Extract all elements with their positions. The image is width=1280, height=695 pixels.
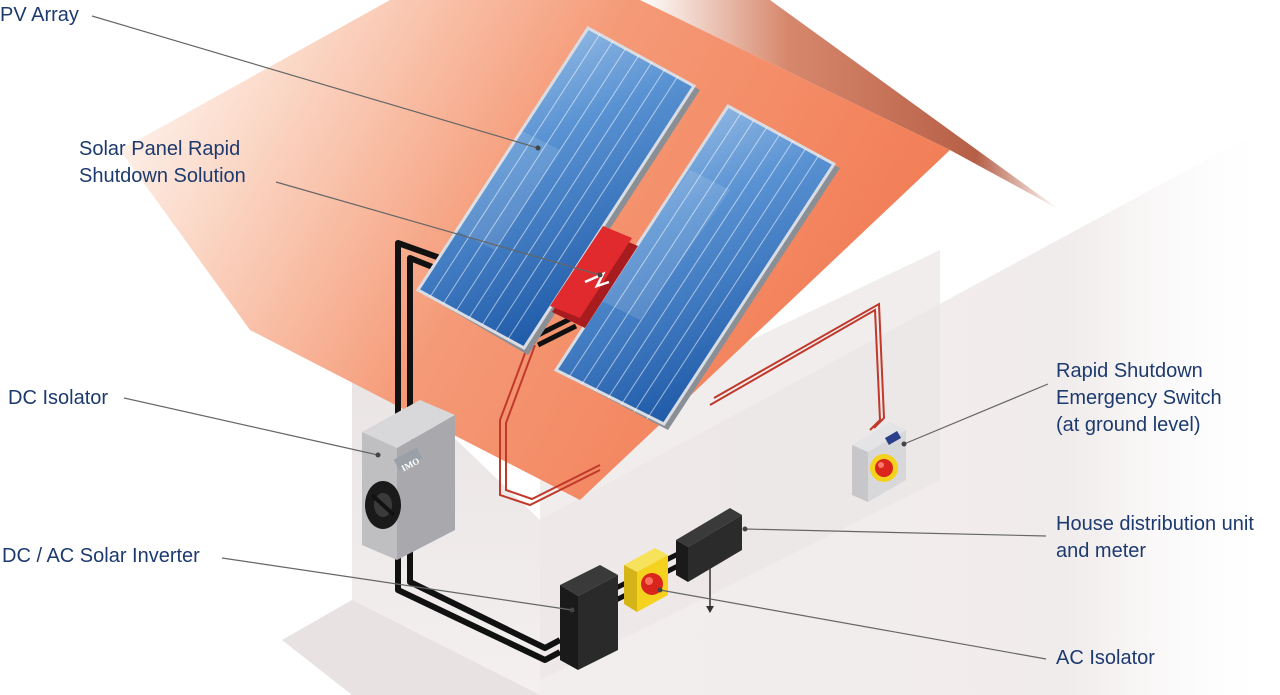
shutdown-wiring (499, 302, 886, 507)
leader-dc-isolator (123, 397, 379, 456)
house-ground (282, 600, 540, 695)
pv-panel-left (415, 26, 700, 355)
label-emergency-switch-line-2: Emergency Switch (1056, 387, 1222, 409)
pv-panel-right (553, 104, 840, 430)
distribution-unit (676, 508, 742, 613)
label-pv-array-text: PV Array (0, 4, 79, 26)
dc-isolator-box: IMO (362, 400, 455, 560)
leader-distribution-unit (744, 528, 1047, 537)
label-emergency-switch-line-1: Rapid Shutdown (1056, 360, 1203, 382)
label-inverter: DC / AC Solar Inverter (2, 543, 200, 570)
label-ac-isolator: AC Isolator (1056, 645, 1155, 672)
label-distribution-unit: House distribution unit and meter (1056, 511, 1254, 565)
wall-side-fade (1060, 120, 1280, 695)
label-distribution-unit-line-1: House distribution unit (1056, 513, 1254, 535)
leader-rapid-shutdown (275, 181, 601, 276)
leader-emergency-switch (903, 383, 1049, 445)
emergency-switch (852, 422, 906, 502)
label-rapid-shutdown-line-2: Shutdown Solution (79, 165, 246, 187)
label-distribution-unit-line-2: and meter (1056, 540, 1147, 562)
leader-ac-isolator (659, 589, 1047, 660)
label-inverter-text: DC / AC Solar Inverter (2, 545, 200, 567)
leader-dots (375, 145, 907, 613)
label-dc-isolator-text: DC Isolator (8, 387, 109, 409)
dc-cables (395, 240, 562, 663)
label-emergency-switch-line-3: (at ground level) (1056, 414, 1201, 436)
leader-inverter (221, 557, 573, 611)
label-rapid-shutdown-line-1: Solar Panel Rapid (79, 138, 241, 160)
label-rapid-shutdown-solution: Solar Panel Rapid Shutdown Solution (79, 136, 246, 190)
leader-lines (91, 15, 1049, 660)
label-pv-array: PV Array (0, 2, 79, 29)
ac-isolator-box (624, 548, 668, 612)
inverter-box (560, 565, 618, 670)
label-ac-isolator-text: AC Isolator (1056, 647, 1155, 669)
label-emergency-switch: Rapid Shutdown Emergency Switch (at grou… (1056, 358, 1222, 439)
label-dc-isolator: DC Isolator (8, 385, 108, 412)
leader-pv-array (91, 15, 539, 149)
